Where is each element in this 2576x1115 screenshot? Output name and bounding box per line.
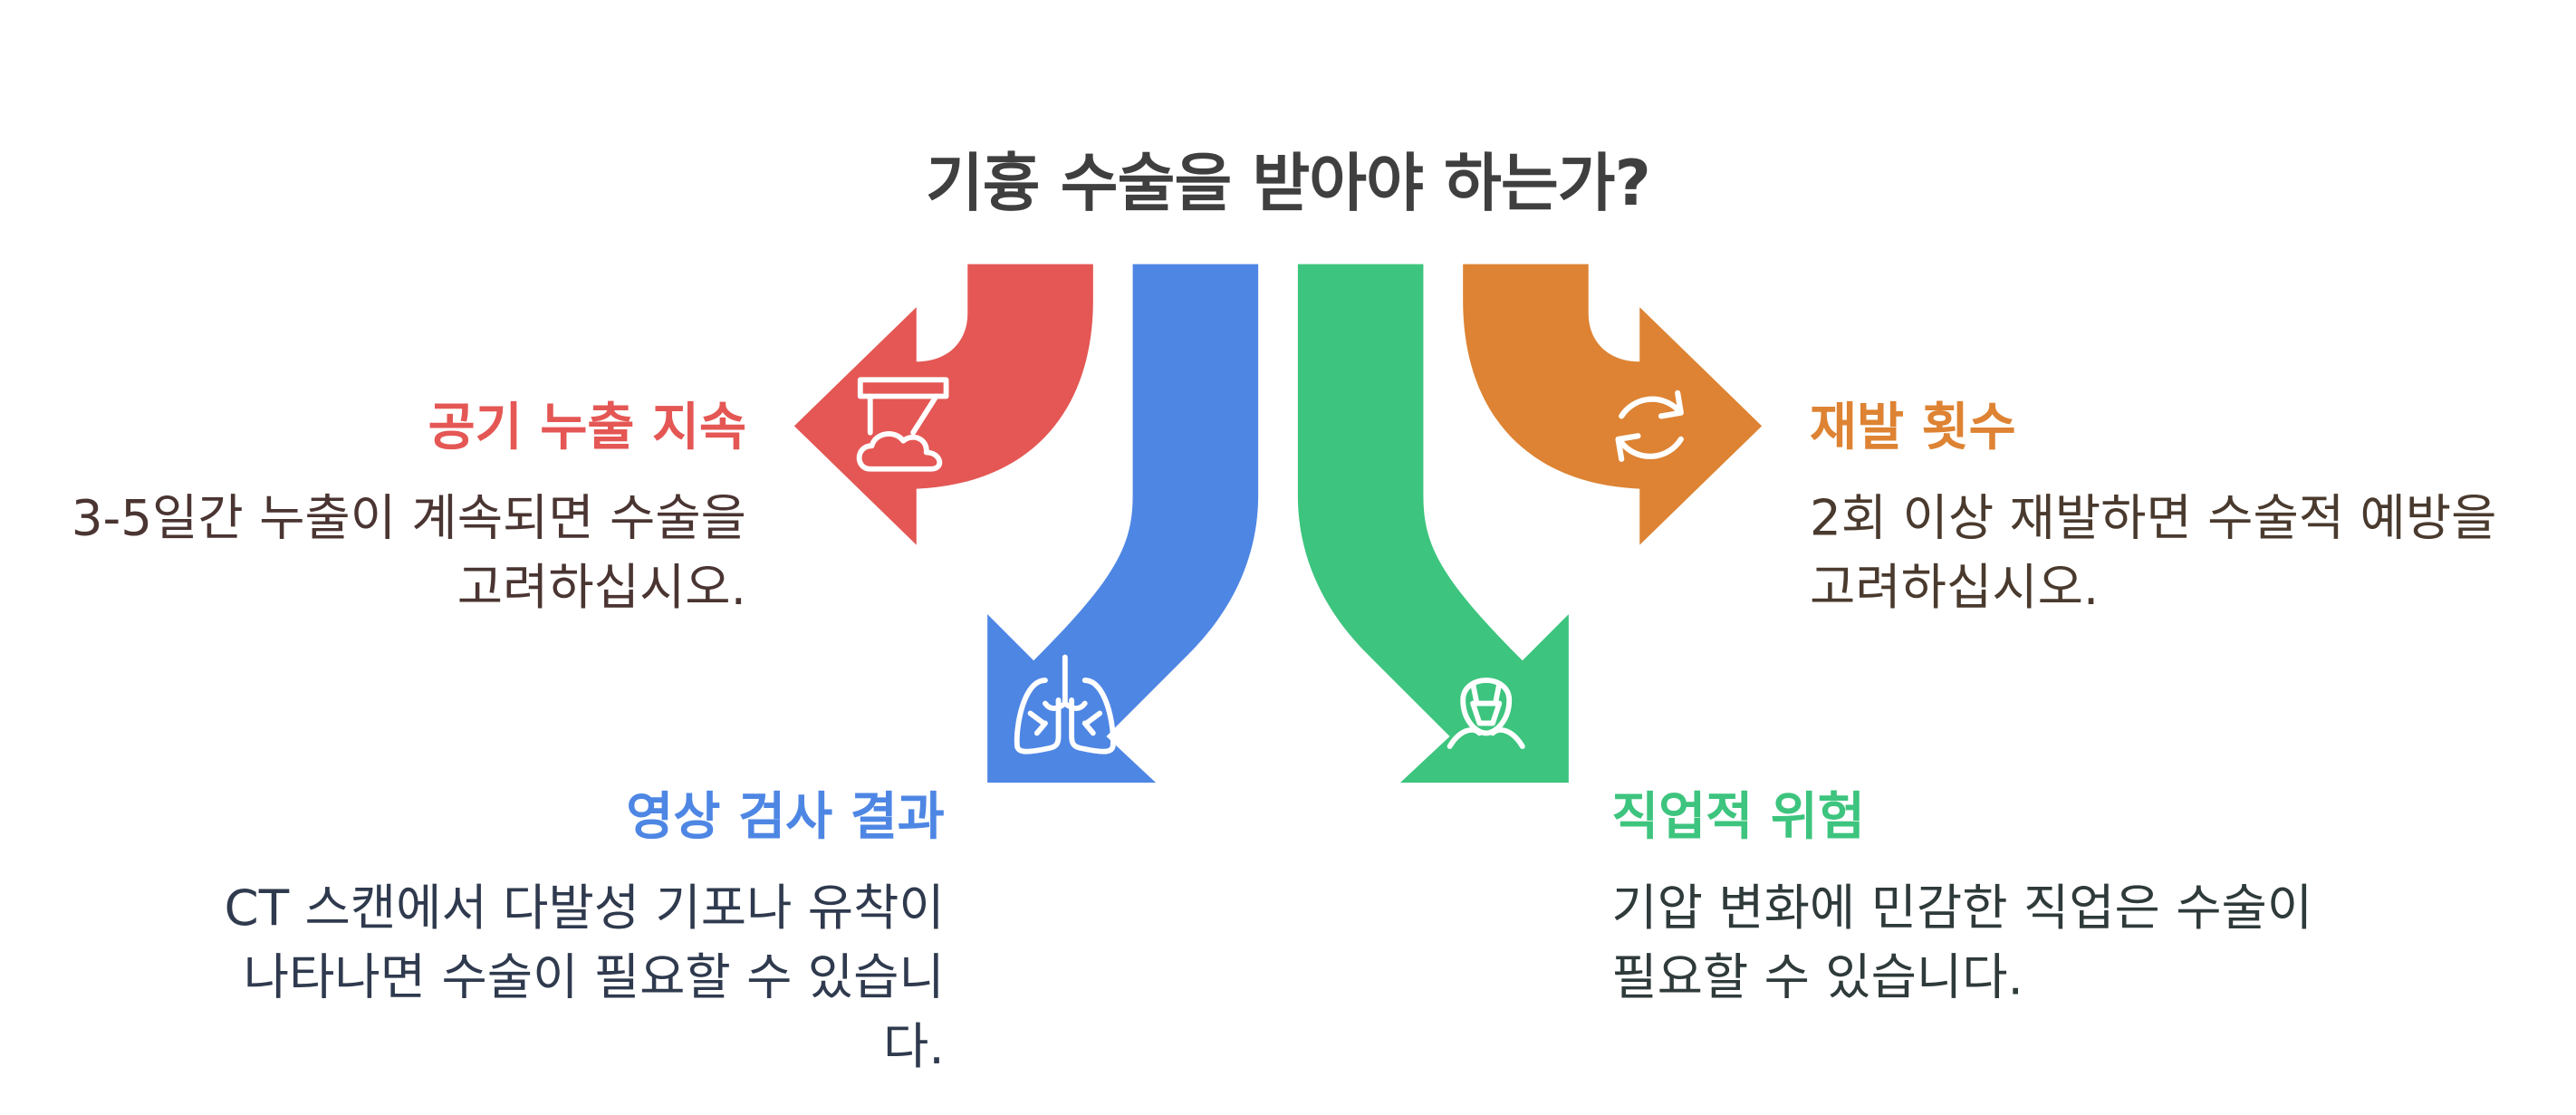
refresh-cycle-icon [1615,389,1684,462]
arrow-red [793,264,1093,545]
factor-heading: 공기 누출 지속 [428,398,746,457]
arrow-blue [987,264,1259,783]
tent-cloud-icon [856,377,949,472]
arrow-green [1297,264,1569,783]
factor-heading: 영상 검사 결과 [626,787,945,848]
factor-occupation: 직업적 위험 기압 변화에 민감한 직업은 수술이 필요할 수 있습니다. [1611,783,2338,1014]
factor-description: 2회 이상 재발하면 수술적 예방을 고려하십시오. [1810,490,2497,618]
factor-heading: 직업적 위험 [1611,787,1865,848]
factor-description: 3-5일간 누출이 계속되면 수술을 고려하십시오. [71,490,746,618]
arrow-orange [1463,264,1763,545]
diagram-title: 기흉 수술을 받아야 하는가? [925,147,1651,220]
factor-recurrence: 재발 횟수 2회 이상 재발하면 수술적 예방을 고려하십시오. [1810,393,2520,624]
factor-heading: 재발 횟수 [1810,398,2016,457]
factor-description: CT 스캔에서 다발성 기포나 유착이 나타나면 수술이 필요할 수 있습니다. [224,880,945,1077]
factor-description: 기압 변화에 민감한 직업은 수술이 필요할 수 있습니다. [1611,880,2313,1008]
factor-imaging: 영상 검사 결과 CT 스캔에서 다발성 기포나 유착이 나타나면 수술이 필요… [195,783,945,1083]
lungs-icon [1014,654,1116,755]
oxygen-mask-icon [1447,678,1525,749]
factor-air-leak: 공기 누출 지속 3-5일간 누출이 계속되면 수술을 고려하십시오. [50,393,746,624]
